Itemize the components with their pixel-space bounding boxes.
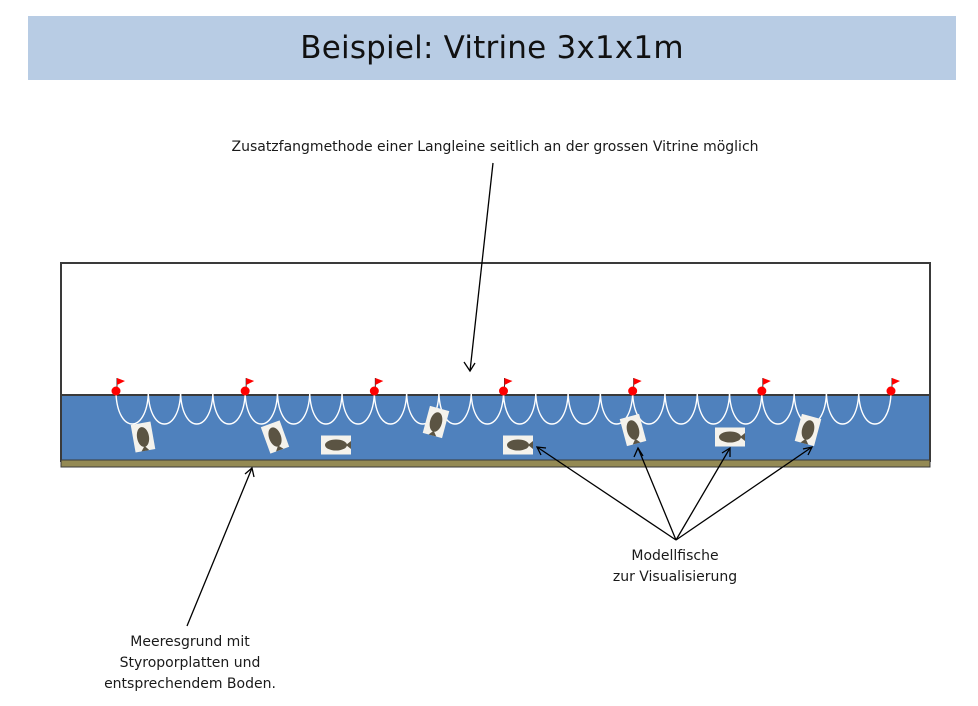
arrow-fish-1 [536,446,677,541]
arrow-fish-1-head [535,446,547,456]
longline-loop [502,393,537,425]
longline-loop [728,393,763,425]
longline-loop [825,393,860,425]
buoy-icon [111,378,125,396]
arrow-fish-2-head [633,446,644,458]
vitrine-tank [60,262,931,468]
longline-loop [567,393,602,425]
longline-loop [696,393,731,425]
fish-icon [260,420,290,454]
fish-annotation-line-2: zur Visualisierung [612,569,738,585]
sea-floor [60,459,931,468]
longline-loop [664,393,698,425]
arrow-fish-3 [675,447,731,541]
buoy-icon [240,378,255,396]
fish-icon [794,413,822,447]
longline-loop [115,393,149,425]
longline-loop [405,393,440,425]
arrow-fish-4 [675,446,813,541]
longline-loop [244,393,279,425]
buoy-icon [369,378,384,396]
ground-annotation-line-2: Styroporplatten und [119,655,261,671]
longline-loop [212,393,246,425]
longline-loop [373,393,408,425]
fish-icon [321,435,351,455]
ground-annotation: Meeresgrund mit Styroporplatten und ents… [80,632,300,695]
fish-icon [619,413,647,447]
longline-loop [631,393,666,425]
arrow-ground [186,467,253,627]
title-bar: Beispiel: Vitrine 3x1x1m [28,16,956,80]
ground-annotation-line-3: entsprechendem Boden. [104,676,276,692]
buoy-icon [628,378,642,396]
longline-annotation: Zusatzfangmethode einer Langleine seitli… [222,137,768,158]
longline-loop [438,393,472,425]
ground-annotation-line-1: Meeresgrund mit [130,634,250,650]
annotation-arrows [186,162,814,627]
model-fish-group [130,405,822,455]
fish-icon [715,427,745,447]
page-title: Beispiel: Vitrine 3x1x1m [300,30,684,66]
longline-annotation-text: Zusatzfangmethode einer Langleine seitli… [231,139,759,155]
fish-icon [422,405,450,439]
tank-air-space [60,262,931,396]
longline-loop [179,393,214,425]
longline-loop [535,393,569,425]
buoy-icon [886,378,900,396]
buoy-group [111,378,900,396]
fish-annotation: Modellfische zur Visualisierung [590,546,760,588]
arrow-longline-head [463,361,476,373]
longline-loop [761,393,795,425]
longline-loop [147,393,182,425]
buoy-icon [757,378,771,396]
fish-annotation-line-1: Modellfische [631,548,719,564]
arrow-longline [469,162,494,372]
longline-loop [599,393,634,425]
longline-loop [470,393,505,425]
fish-icon [130,421,156,453]
arrow-fish-3-head [721,446,731,457]
longline-loop [341,393,376,425]
tank-water [60,394,931,462]
fish-icon [503,435,533,455]
arrow-fish-2 [637,447,677,541]
longline-loop [309,393,343,425]
arrow-fish-4-head [802,446,814,456]
longline-loop [276,393,311,425]
arrow-ground-head [244,466,255,478]
buoy-icon [499,378,513,396]
longline-loop [858,393,892,425]
